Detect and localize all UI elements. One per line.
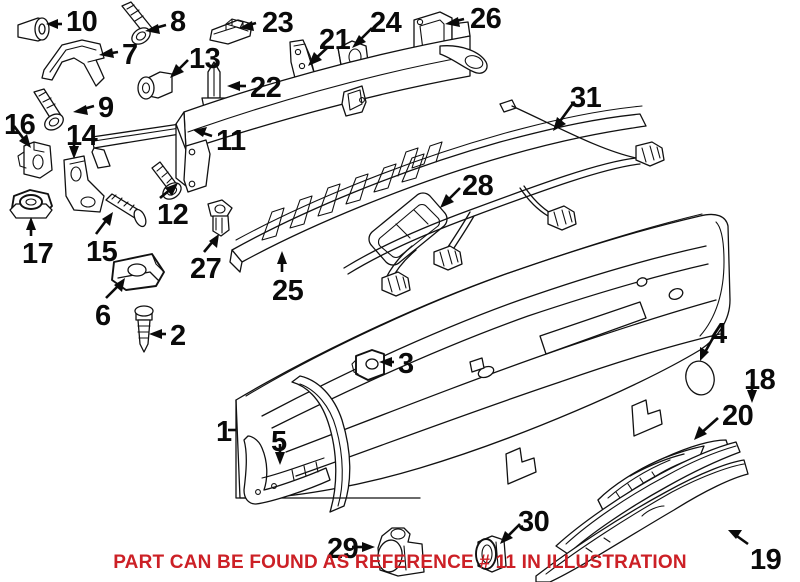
part-2-screw <box>134 305 154 353</box>
part-30-sensor-retainer-ring <box>475 535 507 573</box>
callout-12: 12 <box>157 199 189 231</box>
part-15-tapping-screw <box>105 193 147 228</box>
callout-2: 2 <box>170 320 186 352</box>
part-3-bumper-retainer <box>351 349 385 381</box>
part-17-flange-nut <box>9 189 53 219</box>
callout-9: 9 <box>98 92 114 124</box>
part-7-absorber-bracket <box>41 39 105 87</box>
part-26-impact-bar <box>175 11 488 193</box>
part-19-lower-trim-molding <box>535 459 749 582</box>
part-5-corner-bracket <box>243 435 331 505</box>
callout-5: 5 <box>271 426 287 458</box>
part-13-bushing <box>137 71 173 100</box>
callout-23: 23 <box>262 7 294 39</box>
callout-15: 15 <box>86 236 118 268</box>
callout-1: 1 <box>216 416 232 448</box>
part-4-tow-hook-cover <box>685 360 715 396</box>
part-16-spring-clip <box>17 141 53 179</box>
part-27-flange-bolt <box>207 199 233 237</box>
part-9-screw <box>33 88 64 131</box>
callout-24: 24 <box>370 7 402 39</box>
callout-7: 7 <box>122 39 138 71</box>
callout-28: 28 <box>462 170 494 202</box>
callout-25: 25 <box>272 275 304 307</box>
callout-18: 18 <box>744 364 776 396</box>
callout-13: 13 <box>189 43 221 75</box>
callout-3: 3 <box>398 348 414 380</box>
callout-21: 21 <box>319 24 351 56</box>
callout-6: 6 <box>95 300 111 332</box>
part-18-lower-valance-trim <box>555 441 741 555</box>
part-25-energy-absorber <box>229 105 647 273</box>
part-28-park-assist-module <box>368 192 448 266</box>
part-14-l-bracket <box>63 155 105 213</box>
callout-4: 4 <box>711 318 727 350</box>
callout-30: 30 <box>518 506 550 538</box>
callout-27: 27 <box>190 253 222 285</box>
callout-22: 22 <box>250 72 282 104</box>
callout-10: 10 <box>66 6 98 38</box>
callout-17: 17 <box>22 238 54 270</box>
part-29-park-sensor <box>377 527 425 577</box>
callout-8: 8 <box>170 6 186 38</box>
callout-16: 16 <box>4 109 36 141</box>
part-23-retainer-clip <box>209 18 253 45</box>
part-10-grommet-plug <box>17 17 50 42</box>
callout-29: 29 <box>327 533 359 565</box>
part-1-bumper-cover <box>235 213 731 513</box>
part-31-wiring-harness <box>343 99 665 297</box>
part-6-bracket-plate <box>111 253 165 291</box>
callout-19: 19 <box>750 544 782 576</box>
callout-20: 20 <box>722 400 754 432</box>
callout-26: 26 <box>470 3 502 35</box>
callout-31: 31 <box>570 82 602 114</box>
callout-11: 11 <box>216 125 246 157</box>
leader-lines <box>12 17 757 552</box>
callout-14: 14 <box>66 120 98 152</box>
